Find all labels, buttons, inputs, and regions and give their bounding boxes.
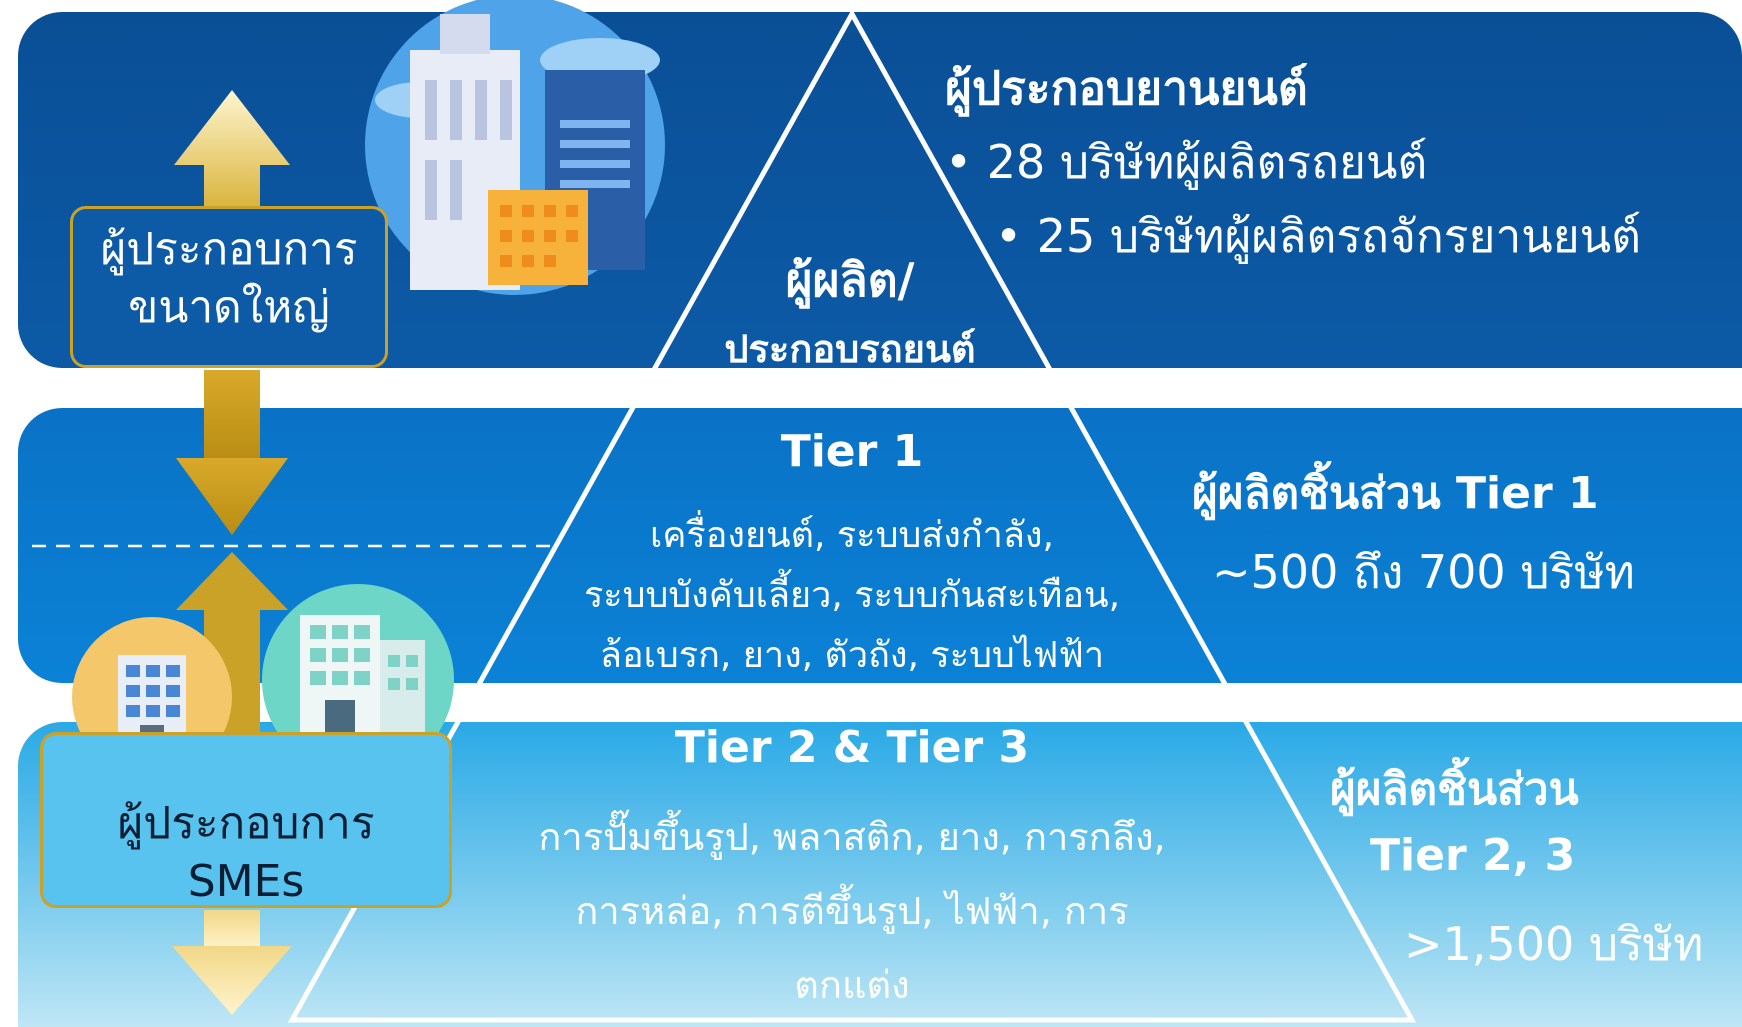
sme-label-line1: ผู้ประกอบการ	[117, 798, 375, 849]
tier1-title: Tier 1	[780, 426, 924, 477]
pyramid	[287, 8, 1417, 1023]
sme-box: ผู้ประกอบการ SMEs	[40, 732, 452, 908]
tier23-parts-heading: ผู้ผลิตชิ้นส่วน	[1330, 764, 1579, 815]
tier23-desc-line1: การปั๊มขึ้นรูป, พลาสติก, ยาง, การกลึง,	[538, 815, 1166, 859]
tier1-desc-line1: เครื่องยนต์, ระบบส่งกำลัง,	[650, 515, 1054, 556]
arrow-down-tip	[176, 458, 288, 535]
tier1-parts-count: ~500 ถึง 700 บริษัท	[1212, 545, 1635, 599]
tier23-title: Tier 2 & Tier 3	[674, 722, 1030, 773]
large-enterprise-box: ผู้ประกอบการ ขนาดใหญ่	[70, 206, 388, 368]
pyramid-outline	[287, 8, 1417, 1023]
large-enterprise-label-line1: ผู้ประกอบการ	[100, 224, 358, 275]
automaker-bullet-motorcycles: • 25 บริษัทผู้ผลิตรถจักรยานยนต์	[995, 209, 1641, 263]
tier23-desc-line2: การหล่อ, การตีขึ้นรูป, ไฟฟ้า, การ	[575, 889, 1129, 933]
tier23-desc-line3: ตกแต่ง	[794, 963, 910, 1007]
tier23-parts-subheading: Tier 2, 3	[1370, 830, 1576, 881]
automaker-heading: ผู้ประกอบยานยนต์	[945, 61, 1308, 115]
sme-label-line2: SMEs	[187, 856, 305, 908]
tier1-desc-line2: ระบบบังคับเลี้ยว, ระบบกันสะเทือน,	[583, 575, 1121, 616]
large-enterprise-label-line2: ขนาดใหญ่	[128, 282, 330, 334]
tier23-parts-count: >1,500 บริษัท	[1404, 917, 1704, 971]
tier1-desc-line3: ล้อเบรก, ยาง, ตัวถัง, ระบบไฟฟ้า	[599, 635, 1105, 676]
city-buildings-icon	[365, 0, 665, 295]
automaker-bullet-cars: • 28 บริษัทผู้ผลิตรถยนต์	[945, 135, 1428, 189]
tier1-parts-heading: ผู้ผลิตชิ้นส่วน Tier 1	[1192, 468, 1599, 519]
arrow-down-tip-bottom	[172, 946, 292, 1015]
pyramid-apex-subtitle: ประกอบรถยนต์	[724, 327, 976, 371]
pyramid-apex-title: ผู้ผลิต/	[785, 253, 915, 307]
large-enterprise-arrow	[174, 90, 290, 535]
